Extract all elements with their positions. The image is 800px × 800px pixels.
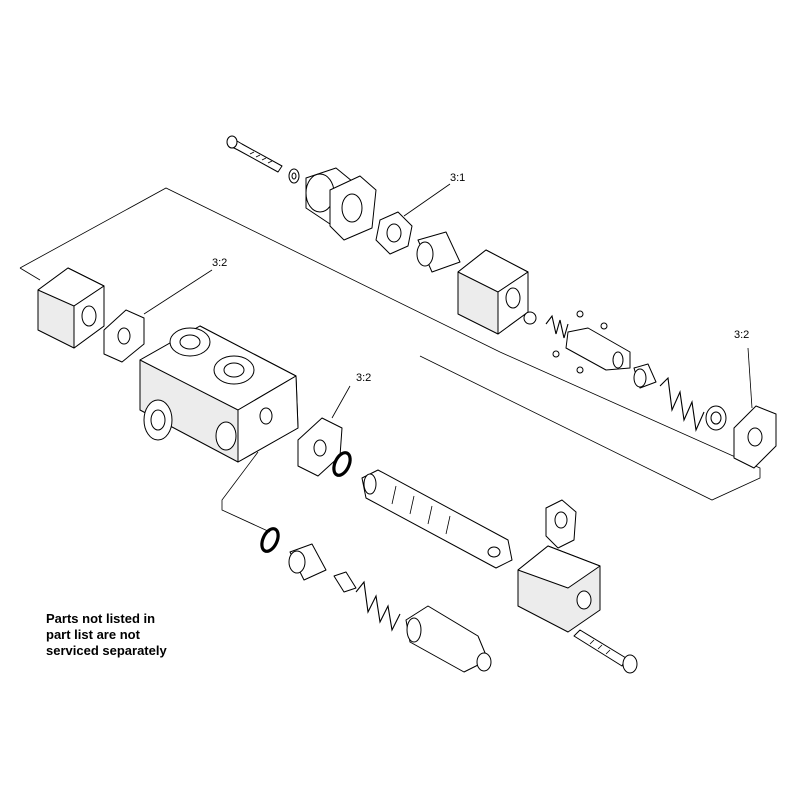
sleeve xyxy=(416,231,461,273)
small-spring xyxy=(545,314,569,339)
spool xyxy=(361,469,513,569)
end-cap-block-left xyxy=(37,267,105,349)
long-bolt-bottom xyxy=(573,629,638,674)
service-note-line-1: Parts not listed in xyxy=(46,611,156,626)
service-note-line-2: part list are not xyxy=(46,627,140,642)
spring-lower xyxy=(355,580,401,632)
detent-balls xyxy=(552,310,608,374)
spring-cap xyxy=(633,363,657,389)
lever-bracket xyxy=(517,499,601,633)
o-ring-lower xyxy=(260,527,280,553)
end-cap-block-top xyxy=(457,249,529,335)
flange-plate-3-1 xyxy=(375,211,413,255)
bushing xyxy=(288,543,327,581)
spring-right xyxy=(659,376,705,432)
callout-label-left-plate: 3:2 xyxy=(212,257,227,269)
service-note: Parts not listed in part list are not se… xyxy=(46,611,246,659)
poppet xyxy=(333,571,357,593)
washer xyxy=(288,168,300,184)
threaded-cap xyxy=(405,605,492,673)
check-ball xyxy=(523,311,537,325)
service-note-line-3: serviced separately xyxy=(46,643,167,658)
long-bolt-top xyxy=(226,135,283,173)
flange-plate-center xyxy=(297,417,343,477)
cylinder-housing xyxy=(305,167,377,241)
valve-body xyxy=(139,325,299,463)
callout-label-center-plate: 3:2 xyxy=(356,372,371,384)
flange-plate-right xyxy=(733,405,777,469)
callout-label-right-plate: 3:2 xyxy=(734,329,749,341)
callout-label-top: 3:1 xyxy=(450,172,465,184)
o-ring-center xyxy=(332,451,352,477)
spring-seat xyxy=(705,405,727,431)
flange-plate-left xyxy=(103,309,145,363)
callout-leaders xyxy=(143,183,753,419)
assembly-guide-lines xyxy=(19,187,761,533)
detent-plunger xyxy=(565,327,631,371)
